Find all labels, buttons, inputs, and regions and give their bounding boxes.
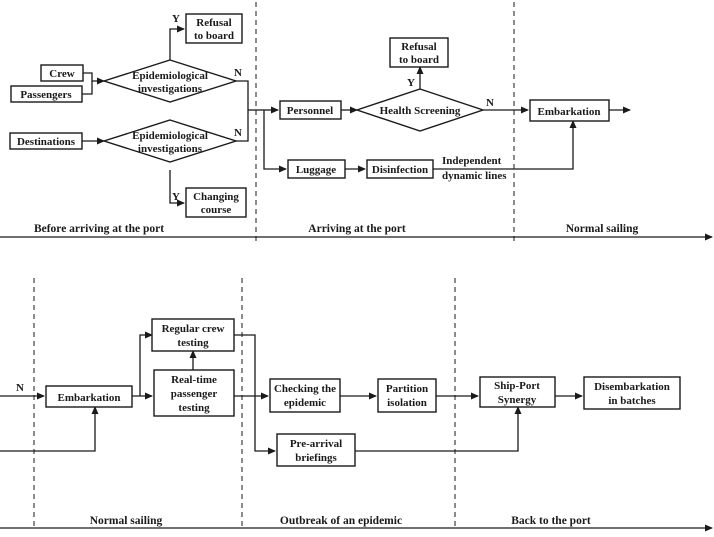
node-investigation-2: Epidemiological investigations bbox=[101, 119, 239, 163]
node-label: Regular crew bbox=[162, 323, 225, 335]
node-personnel: Personnel bbox=[279, 100, 342, 120]
edge-investigations-merge bbox=[236, 80, 249, 142]
node-label: Changing bbox=[193, 191, 239, 203]
annotation-independent-lines: Independent bbox=[442, 155, 502, 167]
edge-label-no: N bbox=[234, 127, 242, 139]
node-embarkation-top: Embarkation bbox=[529, 99, 610, 122]
node-label: Epidemiological bbox=[132, 130, 208, 142]
node-label: Ship-Port bbox=[494, 380, 540, 392]
edge-to-prearrival bbox=[254, 396, 276, 455]
node-partition-isolation: Partition isolation bbox=[377, 378, 437, 413]
node-label: isolation bbox=[387, 397, 427, 409]
node-refusal-mid: Refusal to board bbox=[389, 37, 449, 68]
node-label: to board bbox=[194, 30, 234, 42]
node-label: Synergy bbox=[498, 394, 537, 406]
node-luggage: Luggage bbox=[287, 159, 346, 179]
node-realtime-passenger-testing: Real-time passenger testing bbox=[153, 369, 235, 417]
edge-label-yes: Y bbox=[172, 13, 180, 25]
node-label: Health Screening bbox=[380, 105, 461, 117]
node-label: Luggage bbox=[296, 164, 336, 176]
edge-investigation-to-refusal bbox=[169, 25, 185, 60]
annotation-dynamic-lines: dynamic lines bbox=[442, 170, 507, 182]
phase-label-before-port: Before arriving at the port bbox=[34, 223, 164, 235]
phase-label-normal-sailing-bottom: Normal sailing bbox=[90, 515, 163, 527]
node-label: course bbox=[201, 204, 232, 216]
node-label: Real-time bbox=[171, 374, 217, 386]
edge-disinfection-to-embarkation bbox=[433, 120, 577, 170]
edge-to-luggage bbox=[263, 110, 287, 173]
edge-regular-merge bbox=[234, 334, 256, 396]
node-label: Disembarkation bbox=[594, 381, 670, 393]
node-label: Pre-arrival bbox=[290, 438, 342, 450]
edge-label-no: N bbox=[486, 97, 494, 109]
node-label: Embarkation bbox=[58, 392, 121, 404]
phase-label-normal-sailing-top: Normal sailing bbox=[566, 223, 639, 235]
node-crew: Crew bbox=[40, 64, 84, 82]
node-disinfection: Disinfection bbox=[366, 159, 434, 179]
node-passengers: Passengers bbox=[10, 85, 83, 103]
node-label: Crew bbox=[49, 68, 75, 80]
phase-label-arriving-port: Arriving at the port bbox=[308, 223, 406, 235]
node-label: Partition bbox=[386, 383, 428, 395]
node-label: passenger bbox=[171, 388, 218, 400]
node-label: Epidemiological bbox=[132, 70, 208, 82]
node-label: to board bbox=[399, 54, 439, 66]
node-embarkation-bottom: Embarkation bbox=[45, 385, 133, 408]
node-label: Disinfection bbox=[372, 164, 428, 176]
node-label: Refusal bbox=[401, 41, 436, 53]
node-prearrival-briefings: Pre-arrival briefings bbox=[276, 433, 356, 467]
node-label: testing bbox=[177, 337, 209, 349]
edge-label-no: N bbox=[16, 382, 24, 394]
node-label: investigations bbox=[138, 143, 203, 155]
node-label: Destinations bbox=[17, 136, 76, 148]
node-label: Checking the bbox=[274, 383, 336, 395]
edge-investigation-to-changing-course bbox=[169, 170, 185, 207]
node-health-screening: Health Screening bbox=[354, 88, 486, 132]
edge-crew-to-investigation bbox=[83, 72, 105, 85]
edge-luggage-line-to-embarkation bbox=[0, 406, 99, 452]
node-refusal-top: Refusal to board bbox=[185, 13, 243, 44]
edge-prearrival-to-shipport bbox=[355, 406, 522, 452]
edge-embarkation-to-regular bbox=[139, 331, 153, 396]
edge-label-yes: Y bbox=[172, 191, 180, 203]
edge-passengers-to-investigation bbox=[82, 81, 93, 95]
node-label: Passengers bbox=[20, 89, 72, 101]
node-destinations: Destinations bbox=[9, 132, 83, 150]
node-ship-port-synergy: Ship-Port Synergy bbox=[479, 376, 556, 408]
node-investigation-1: Epidemiological investigations bbox=[101, 59, 239, 103]
node-label: Personnel bbox=[287, 105, 333, 117]
edge-label-no: N bbox=[234, 67, 242, 79]
node-label: epidemic bbox=[284, 397, 326, 409]
node-label: investigations bbox=[138, 83, 203, 95]
node-label: testing bbox=[178, 402, 210, 414]
node-label: Refusal bbox=[196, 17, 231, 29]
node-label: Embarkation bbox=[538, 106, 601, 118]
node-label: in batches bbox=[608, 395, 656, 407]
node-checking-epidemic: Checking the epidemic bbox=[269, 378, 341, 413]
node-changing-course: Changing course bbox=[185, 187, 247, 218]
node-label: briefings bbox=[295, 452, 337, 464]
phase-label-outbreak: Outbreak of an epidemic bbox=[280, 515, 402, 527]
edge-label-yes: Y bbox=[407, 77, 415, 89]
phase-label-back-to-port: Back to the port bbox=[511, 515, 591, 527]
node-disembarkation: Disembarkation in batches bbox=[583, 376, 681, 410]
node-regular-crew-testing: Regular crew testing bbox=[151, 318, 235, 352]
